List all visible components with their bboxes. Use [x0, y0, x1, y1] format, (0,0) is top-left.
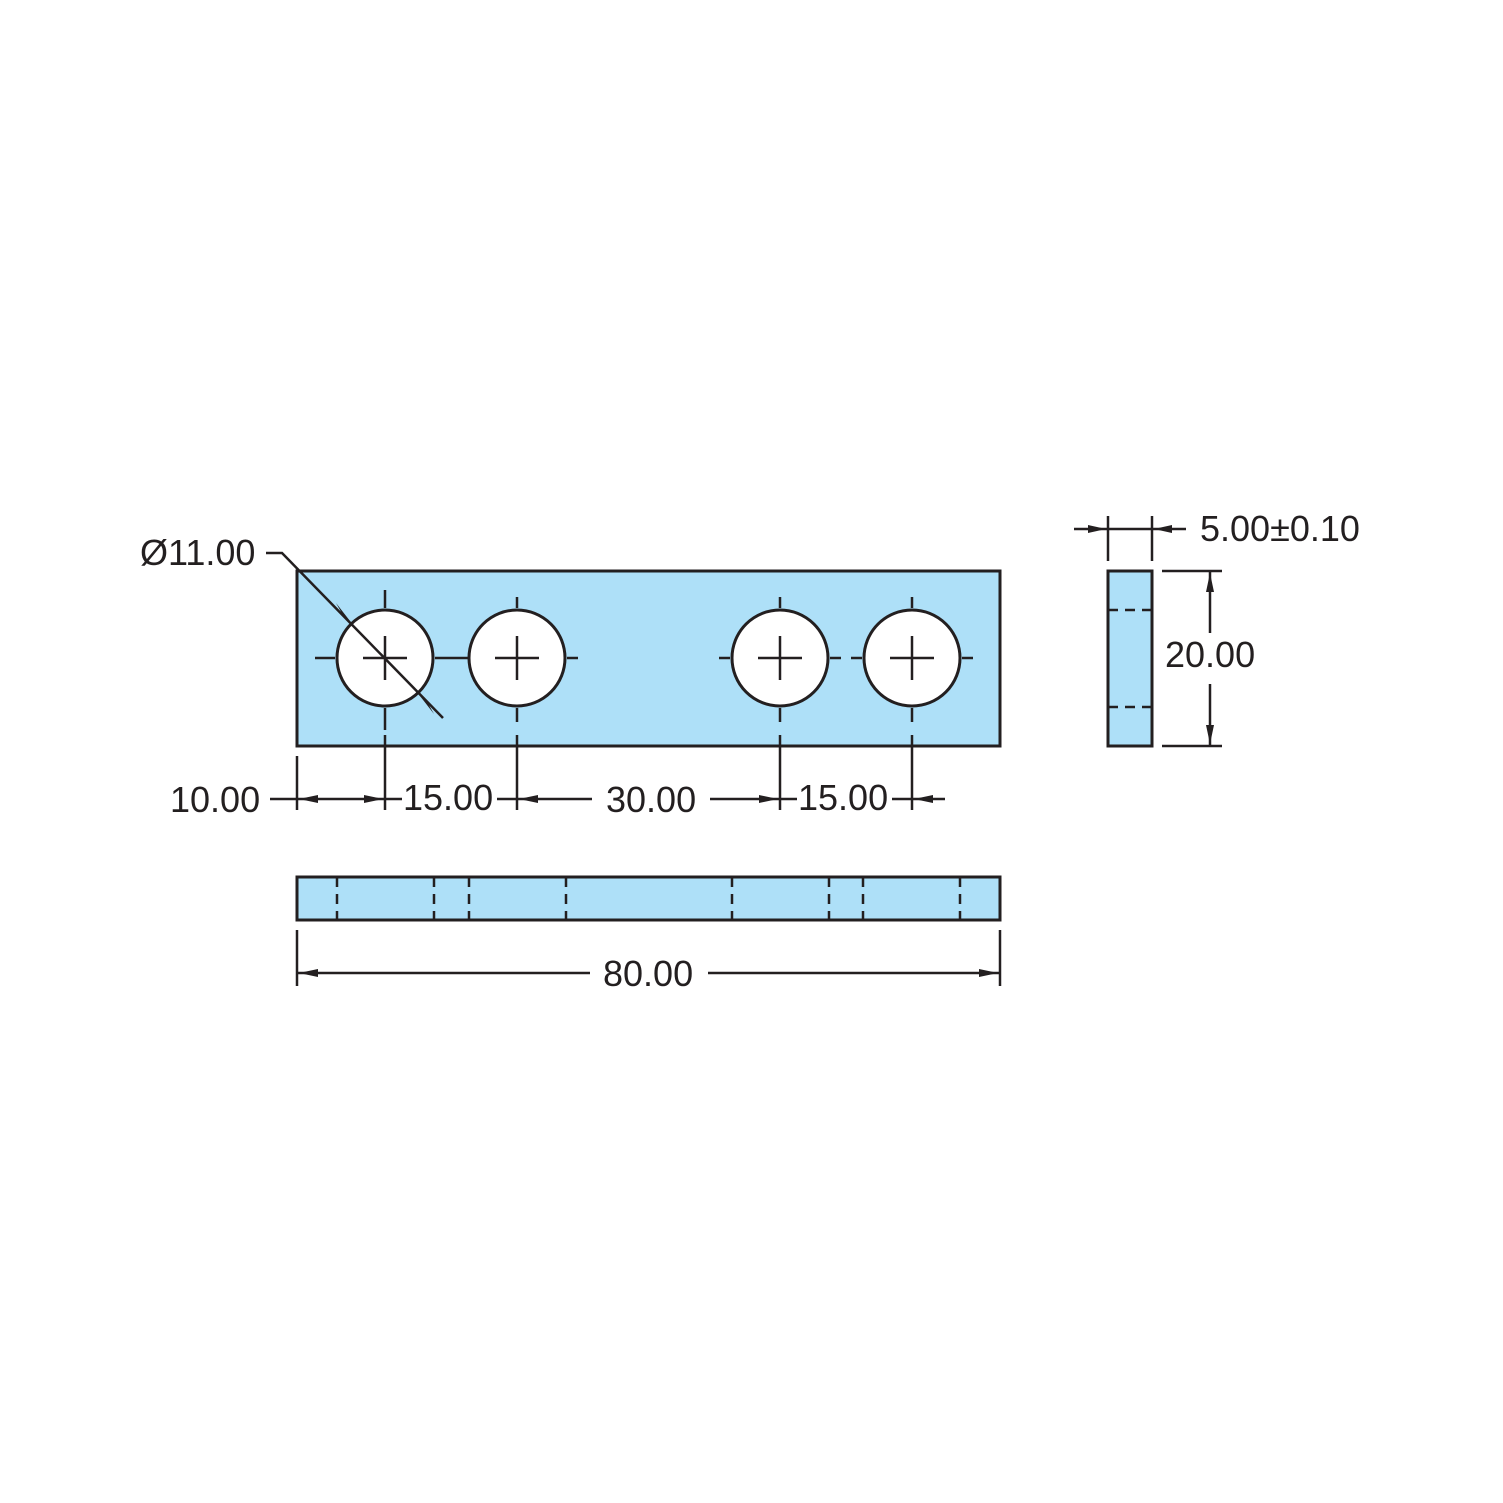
dim-height: 20.00 [1165, 634, 1255, 675]
dim-edge-to-hole1: 10.00 [170, 779, 260, 820]
hole-2 [467, 597, 578, 722]
hole-3 [719, 597, 841, 722]
side-view: 5.00±0.10 20.00 [1074, 508, 1360, 748]
diameter-leader: Ø11.00 [140, 532, 444, 719]
dim-hole1-to-hole2: 15.00 [403, 777, 493, 818]
dim-overall-length: 80.00 [603, 953, 693, 994]
front-view: Ø11.00 10.00 15.00 30.00 [140, 532, 1002, 820]
plate-top-outline [295, 875, 1002, 922]
diameter-label: Ø11.00 [140, 532, 255, 573]
hole-4 [851, 597, 973, 722]
dim-hole2-to-hole3: 30.00 [606, 779, 696, 820]
dim-thickness: 5.00±0.10 [1200, 508, 1360, 549]
top-view: 80.00 [295, 875, 1002, 994]
plate-side-outline [1106, 569, 1154, 748]
dim-hole3-to-hole4: 15.00 [798, 777, 888, 818]
hole-spacing-dimensions: 10.00 15.00 30.00 15.00 [170, 735, 945, 820]
